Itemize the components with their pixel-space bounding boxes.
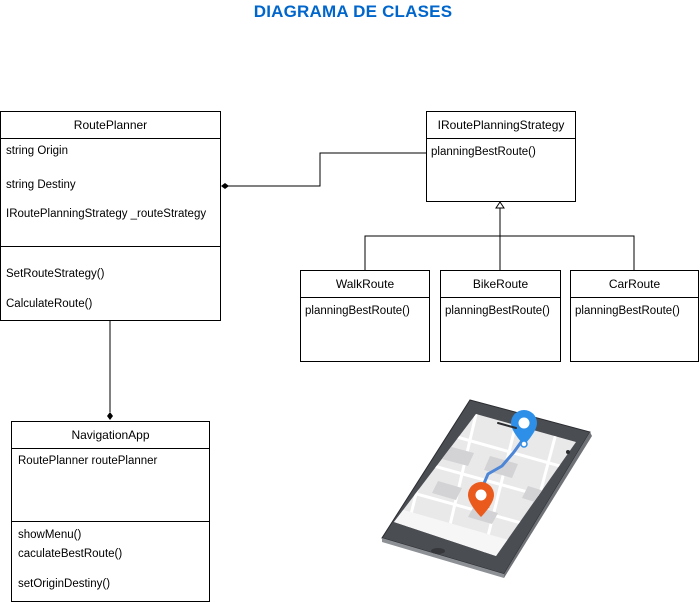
attribute-route-planner: RoutePlanner routePlanner	[18, 455, 158, 467]
class-walkroute-name: WalkRoute	[301, 271, 429, 298]
method-calculate-route: CalculateRoute()	[6, 298, 93, 310]
class-iroute-planning-strategy-name: IRoutePlanningStrategy	[427, 112, 575, 139]
class-routeplanner[interactable]: RoutePlanner string Origin string Destin…	[0, 111, 221, 321]
method-show-menu: showMenu()	[18, 529, 82, 541]
aggregation-diamond-planner	[107, 412, 113, 420]
route-path	[480, 437, 526, 489]
class-carroute-name: CarRoute	[571, 271, 698, 298]
aggregation-line-strategy	[228, 152, 426, 187]
attribute-destiny: string Destiny	[6, 179, 76, 191]
diagram-title: DIAGRAMA DE CLASES	[253, 2, 453, 21]
phone-edge	[382, 538, 504, 578]
class-navigationapp[interactable]: NavigationApp RoutePlanner routePlanner …	[11, 421, 210, 602]
attribute-route-strategy: IRoutePlanningStrategy _routeStrategy	[6, 208, 207, 220]
class-bikeroute[interactable]: BikeRoute planningBestRoute()	[440, 270, 561, 362]
class-iroute-planning-strategy[interactable]: IRoutePlanningStrategy planningBestRoute…	[426, 111, 576, 202]
class-walkroute[interactable]: WalkRoute planningBestRoute()	[300, 270, 430, 362]
class-navigationapp-name: NavigationApp	[12, 422, 209, 449]
method-caculate-best-route: caculateBestRoute()	[18, 548, 123, 560]
method-set-route-strategy: SetRouteStrategy()	[6, 268, 105, 280]
class-navigationapp-divider	[12, 521, 209, 522]
method-set-origin-destiny: setOriginDestiny()	[18, 578, 111, 590]
class-routeplanner-divider	[1, 246, 220, 247]
inheritance-arrow	[495, 201, 505, 209]
method-planning-best-route: planningBestRoute()	[305, 305, 410, 317]
class-carroute[interactable]: CarRoute planningBestRoute()	[570, 270, 699, 362]
class-routeplanner-name: RoutePlanner	[1, 112, 220, 139]
attribute-origin: string Origin	[6, 145, 68, 157]
aggregation-diamond-strategy	[221, 183, 229, 189]
method-planning-best-route: planningBestRoute()	[431, 146, 536, 158]
map-pin-icon	[511, 410, 537, 448]
map-pin-icon	[468, 482, 494, 517]
phone-edge-right	[504, 432, 592, 578]
class-bikeroute-name: BikeRoute	[441, 271, 560, 298]
method-planning-best-route: planningBestRoute()	[575, 305, 680, 317]
phone-map-illustration	[381, 399, 592, 578]
method-planning-best-route: planningBestRoute()	[445, 305, 550, 317]
